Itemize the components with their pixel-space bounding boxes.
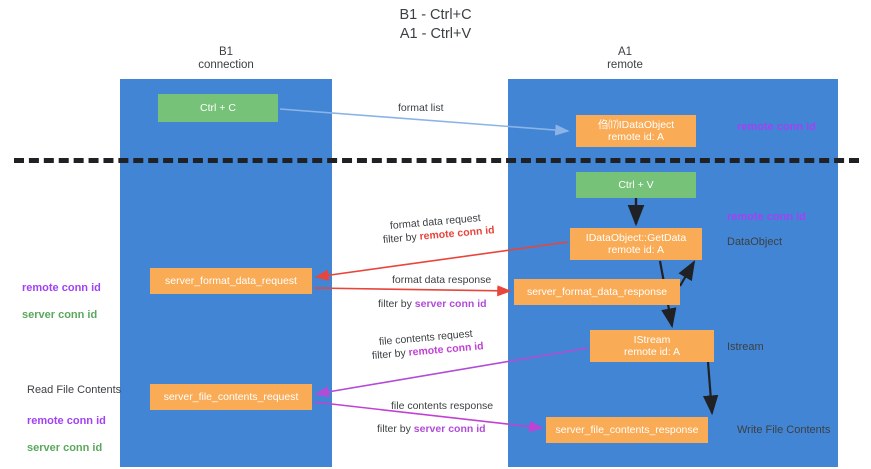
annotation-remote-conn-id-left2: remote conn id bbox=[27, 414, 106, 427]
filter-value: server conn id bbox=[414, 298, 487, 310]
node-idataobject[interactable]: 㑇⒄IDataObject remote id: A bbox=[576, 115, 696, 147]
filter-prefix: filter by bbox=[377, 423, 414, 435]
node-server-file-contents-response[interactable]: server_file_contents_response bbox=[546, 417, 708, 443]
node-idataobject-getdata[interactable]: IDataObject::GetData remote id: A bbox=[570, 228, 702, 260]
annotation-istream: Istream bbox=[727, 341, 764, 353]
edge-label-format-data-response-filter: filter by server conn id bbox=[378, 298, 487, 311]
swimlane-heading-b1: B1 connection bbox=[198, 46, 254, 71]
filter-value: server conn id bbox=[413, 423, 486, 435]
annotation-remote-conn-id-mid: remote conn id bbox=[727, 211, 806, 223]
annotation-dataobject: DataObject bbox=[727, 236, 783, 248]
edge-format-data-request bbox=[314, 241, 569, 281]
node-server-format-data-request[interactable]: server_format_data_request bbox=[150, 268, 312, 294]
node-ctrl-c[interactable]: Ctrl + C bbox=[158, 94, 278, 122]
edge-label-format-list: format list bbox=[398, 102, 444, 114]
filter-prefix: filter by bbox=[382, 230, 421, 246]
annotation-server-conn-id-left2: server conn id bbox=[27, 441, 103, 454]
edge-format-list bbox=[279, 108, 570, 136]
edge-response-to-getdata bbox=[678, 260, 696, 287]
annotation-server-conn-id-left: server conn id bbox=[22, 308, 98, 321]
edge-label-format-data-response: format data response bbox=[392, 274, 492, 286]
phase-divider bbox=[14, 158, 859, 163]
edge-file-contents-request bbox=[314, 347, 589, 398]
annotation-conn-ids-format: remote conn id server conn id bbox=[22, 268, 101, 336]
filter-prefix: filter by bbox=[371, 346, 410, 362]
edge-istream-file-response bbox=[702, 361, 719, 416]
swimlane-heading-a1: A1 remote bbox=[607, 46, 643, 71]
edge-label-file-contents-response: file contents response bbox=[391, 400, 494, 412]
annotation-write-file-contents: Write File Contents bbox=[737, 424, 831, 436]
node-istream[interactable]: IStream remote id: A bbox=[590, 330, 714, 362]
node-server-file-contents-request[interactable]: server_file_contents_request bbox=[150, 384, 312, 410]
node-ctrl-v[interactable]: Ctrl + V bbox=[576, 172, 696, 198]
annotation-remote-conn-id-top: remote conn id bbox=[737, 121, 816, 133]
edge-format-data-response bbox=[313, 285, 512, 297]
diagram-title: B1 - Ctrl+C A1 - Ctrl+V bbox=[399, 7, 472, 42]
annotation-read-file-contents: Read File Contents bbox=[27, 384, 122, 396]
filter-prefix: filter by bbox=[378, 298, 415, 310]
edge-label-file-contents-response-filter: filter by server conn id bbox=[377, 423, 486, 436]
edge-file-contents-response bbox=[313, 401, 544, 433]
annotation-remote-conn-id-left: remote conn id bbox=[22, 281, 101, 294]
annotation-conn-ids-file: remote conn id server conn id bbox=[27, 401, 106, 469]
node-server-format-data-response[interactable]: server_format_data_response bbox=[514, 279, 680, 305]
